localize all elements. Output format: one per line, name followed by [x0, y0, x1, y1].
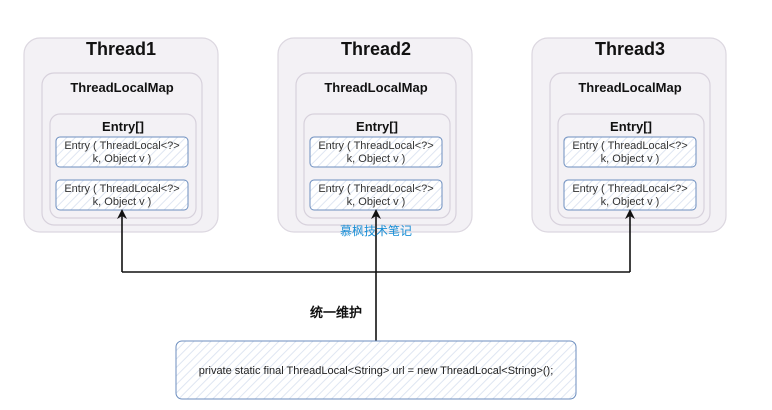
thread-2-title: Thread2 — [341, 39, 411, 59]
watermark-text: 慕枫技术笔记 — [340, 223, 412, 238]
thread-1-entry-title: Entry[] — [102, 119, 144, 134]
thread-1-entry-1-line2: k, Object v ) — [93, 153, 152, 165]
thread-2-entry-1-line2: k, Object v ) — [347, 153, 406, 165]
connector-label: 统一维护 — [310, 305, 362, 321]
code-statement: private static final ThreadLocal<String>… — [199, 365, 554, 377]
thread-1-map-title: ThreadLocalMap — [70, 80, 173, 95]
thread-2-entry-1 — [309, 136, 443, 168]
code-box-frame — [175, 340, 577, 400]
thread-3-entry-title: Entry[] — [610, 119, 652, 134]
thread-2-entry-2-line1: Entry ( ThreadLocal<?> — [318, 183, 433, 195]
thread-2-map-title: ThreadLocalMap — [324, 80, 427, 95]
code-box: private static final ThreadLocal<String>… — [175, 340, 577, 400]
thread-3-box: Thread3 ThreadLocalMap Entry[] Entry ( T… — [531, 37, 727, 233]
thread-2-entry-1-line1: Entry ( ThreadLocal<?> — [318, 140, 433, 152]
thread-1-entry-1 — [55, 136, 189, 168]
thread-3-title: Thread3 — [595, 39, 665, 59]
thread-3-entry-2-line1: Entry ( ThreadLocal<?> — [572, 183, 687, 195]
thread-3-entry-1 — [563, 136, 697, 168]
thread-1-entry-2-line2: k, Object v ) — [93, 196, 152, 208]
thread-3-entry-1-line2: k, Object v ) — [601, 153, 660, 165]
thread-3-entry-2-line2: k, Object v ) — [601, 196, 660, 208]
thread-2-entry-2-line2: k, Object v ) — [347, 196, 406, 208]
thread-1-box: Thread1 ThreadLocalMap Entry[] Entry ( T… — [23, 37, 219, 233]
thread-2-entry-title: Entry[] — [356, 119, 398, 134]
thread-3-entry-1-line1: Entry ( ThreadLocal<?> — [572, 140, 687, 152]
connector-lines — [117, 209, 635, 341]
thread-1-entry-2-line1: Entry ( ThreadLocal<?> — [64, 183, 179, 195]
thread-2-box: Thread2 ThreadLocalMap Entry[] Entry ( T… — [277, 37, 473, 233]
thread-3-map-title: ThreadLocalMap — [578, 80, 681, 95]
thread-1-title: Thread1 — [86, 39, 156, 59]
thread-1-entry-1-line1: Entry ( ThreadLocal<?> — [64, 140, 179, 152]
